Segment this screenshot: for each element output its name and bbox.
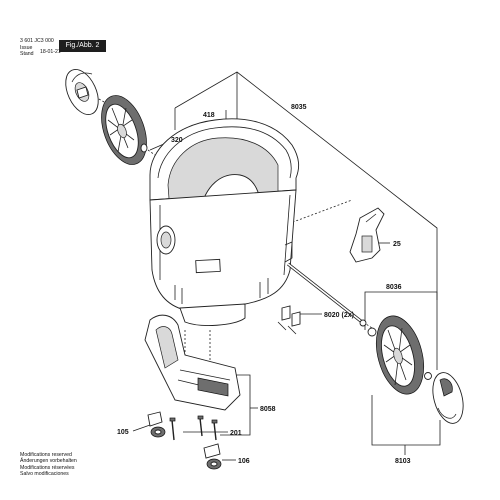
issue-date: 18-01-21 <box>40 49 61 55</box>
callout-8058: 8058 <box>260 406 276 413</box>
screws-201 <box>169 415 218 441</box>
handle-part-25 <box>349 207 385 263</box>
callout-labels: 418 8035 320 25 8036 8020 (2x) 8058 105 … <box>117 104 411 465</box>
left-hubcap <box>65 69 99 115</box>
footer-line-fr: Modifications réservées <box>20 464 75 471</box>
container-tank <box>149 118 300 326</box>
leader-105 <box>132 424 151 432</box>
callout-320: 320 <box>171 137 183 144</box>
callout-201: 201 <box>230 430 242 437</box>
axle-rod <box>287 262 367 327</box>
callout-418: 418 <box>203 112 215 119</box>
callout-25: 25 <box>393 241 401 248</box>
caster-106 <box>203 443 222 470</box>
footer-line-en: Modifications reserved <box>20 452 72 458</box>
bracket-8036 <box>364 291 438 370</box>
bracket-8103 <box>371 395 441 446</box>
footer-notes: Modifications reserved Änderungen vorbeh… <box>20 452 77 477</box>
bumper-8058 <box>144 314 241 411</box>
callout-8035: 8035 <box>291 104 307 111</box>
doc-number: 3 601 JC3 000 <box>20 38 54 44</box>
callout-8036: 8036 <box>386 284 402 291</box>
bracket-8035 <box>174 71 438 300</box>
callout-8103: 8103 <box>395 458 411 465</box>
screws-8020 <box>277 305 301 335</box>
caster-105 <box>147 411 166 438</box>
right-wheel <box>367 315 432 395</box>
figure-label: Fig./Abb. 2 <box>59 40 106 52</box>
right-hubcap <box>432 372 464 424</box>
footer-line-es: Salvo modificaciones <box>20 470 69 477</box>
left-wheel <box>101 95 148 165</box>
issue-label: Issue Stand <box>20 45 34 57</box>
axle-dash-right <box>359 319 376 331</box>
callout-8020: 8020 (2x) <box>324 312 354 319</box>
callout-106: 106 <box>238 458 250 465</box>
footer-line-de: Änderungen vorbehalten <box>20 458 77 465</box>
callout-105: 105 <box>117 429 129 436</box>
